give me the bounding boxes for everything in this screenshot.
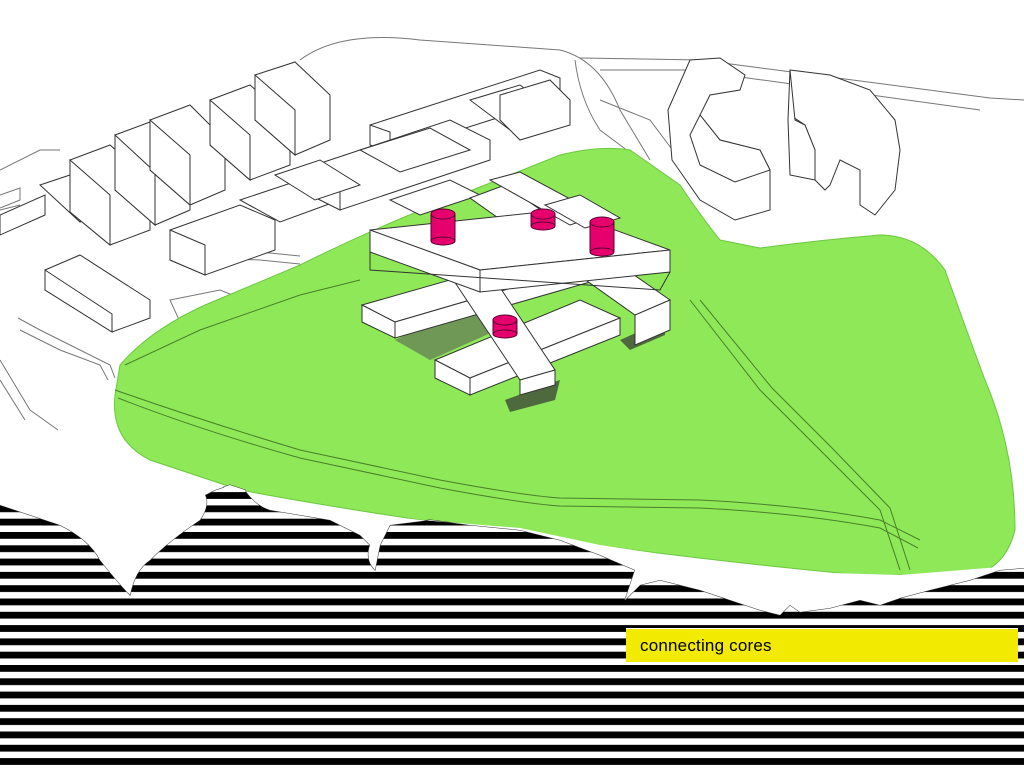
core-1 <box>430 208 456 246</box>
new-buildings <box>360 171 672 412</box>
caption-bar: connecting cores <box>626 628 1018 662</box>
caption-label: connecting cores <box>640 635 772 655</box>
shore-land <box>0 470 1024 615</box>
existing-buildings <box>0 61 571 333</box>
water-body <box>0 485 1024 768</box>
core-3 <box>589 216 615 257</box>
connecting-cores <box>430 208 615 339</box>
core-4 <box>492 314 518 339</box>
curved-buildings <box>667 57 901 221</box>
park-paths <box>114 279 921 571</box>
core-2 <box>530 208 556 231</box>
